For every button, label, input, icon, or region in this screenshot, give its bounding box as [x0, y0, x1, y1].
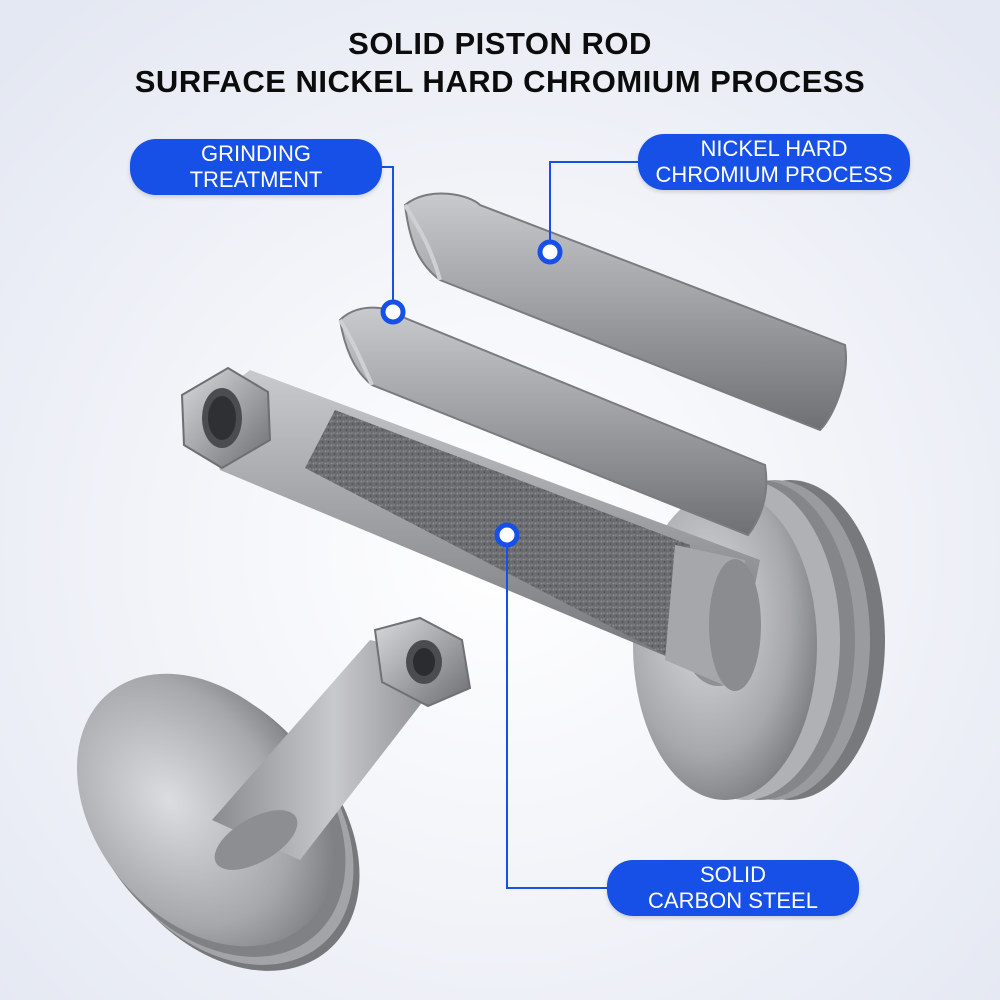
solid-carbon-steel-callout: SOLID CARBON STEEL: [607, 860, 859, 916]
callout-label: SOLID: [699, 862, 767, 887]
headline-line-1: SOLID PISTON ROD: [348, 26, 652, 61]
lower-rod: [212, 616, 472, 870]
nickel-leader: [549, 161, 638, 252]
solid-marker-dot: [494, 522, 520, 548]
nickel-marker-dot: [537, 239, 563, 265]
callout-label: GRINDING: [201, 141, 311, 166]
nickel-hard-chromium-callout: NICKEL HARD CHROMIUM PROCESS: [638, 134, 910, 190]
inner-half-shell: [338, 306, 768, 537]
solid-leader: [506, 535, 607, 889]
outer-half-shell: [403, 192, 847, 432]
leader-lines: [382, 161, 638, 889]
callout-label: CHROMIUM PROCESS: [655, 162, 893, 187]
marker-dots: [380, 239, 563, 548]
callout-label: TREATMENT: [189, 167, 323, 192]
callout-label: NICKEL HARD: [700, 136, 848, 161]
grinding-leader: [382, 166, 394, 310]
grinding-treatment-callout: GRINDING TREATMENT: [130, 139, 382, 195]
callout-label: CARBON STEEL: [648, 888, 818, 913]
headline-line-2: SURFACE NICKEL HARD CHROMIUM PROCESS: [134, 64, 866, 99]
grinding-marker-dot: [380, 299, 406, 325]
